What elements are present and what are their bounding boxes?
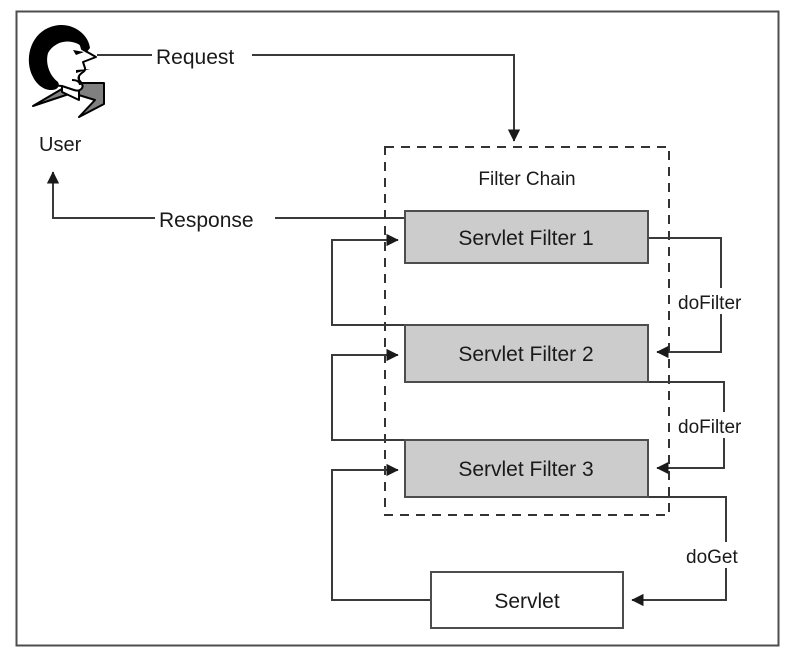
servlet-node[interactable]: Servlet bbox=[430, 571, 624, 629]
filter-chain-group bbox=[384, 146, 670, 516]
servlet-filter-2-label: Servlet Filter 2 bbox=[458, 343, 593, 366]
request-label-bg bbox=[152, 42, 252, 68]
response-label-bg bbox=[155, 205, 275, 231]
doget-label: doGet bbox=[686, 547, 738, 568]
response-flow-arrow bbox=[46, 171, 405, 219]
dofilter-2-label-bg bbox=[676, 412, 770, 438]
servlet-filter-2-box[interactable] bbox=[404, 324, 649, 383]
actor-label: User bbox=[39, 134, 82, 156]
filter-chain-label: Filter Chain bbox=[478, 169, 575, 190]
servlet-filter-3-label: Servlet Filter 3 bbox=[458, 458, 593, 481]
servlet-filter-1-label: Servlet Filter 1 bbox=[458, 227, 593, 250]
dofilter-1-label-bg bbox=[676, 288, 770, 314]
servlet-label: Servlet bbox=[494, 590, 560, 613]
doget-label-bg bbox=[684, 542, 770, 568]
return-servlet-to-filter3-arrow bbox=[331, 463, 431, 601]
return-filter3-to-filter2-arrow bbox=[331, 348, 405, 441]
user-head-icon bbox=[28, 25, 105, 118]
servlet-filter-1-box[interactable] bbox=[404, 210, 649, 264]
dofilter-1-label: doFilter bbox=[678, 293, 742, 314]
servlet-filter-1-node[interactable]: Servlet Filter 1 bbox=[404, 210, 649, 264]
request-label: Request bbox=[156, 46, 234, 69]
return-filter2-to-filter1-arrow bbox=[331, 233, 405, 326]
servlet-filter-2-node[interactable]: Servlet Filter 2 bbox=[404, 324, 649, 383]
diagram-frame bbox=[15, 10, 780, 647]
servlet-box[interactable] bbox=[430, 571, 624, 629]
servlet-filter-3-node[interactable]: Servlet Filter 3 bbox=[404, 439, 649, 498]
response-label: Response bbox=[159, 209, 254, 232]
servlet-filter-3-box[interactable] bbox=[404, 439, 649, 498]
dofilter-2-label: doFilter bbox=[678, 417, 742, 438]
